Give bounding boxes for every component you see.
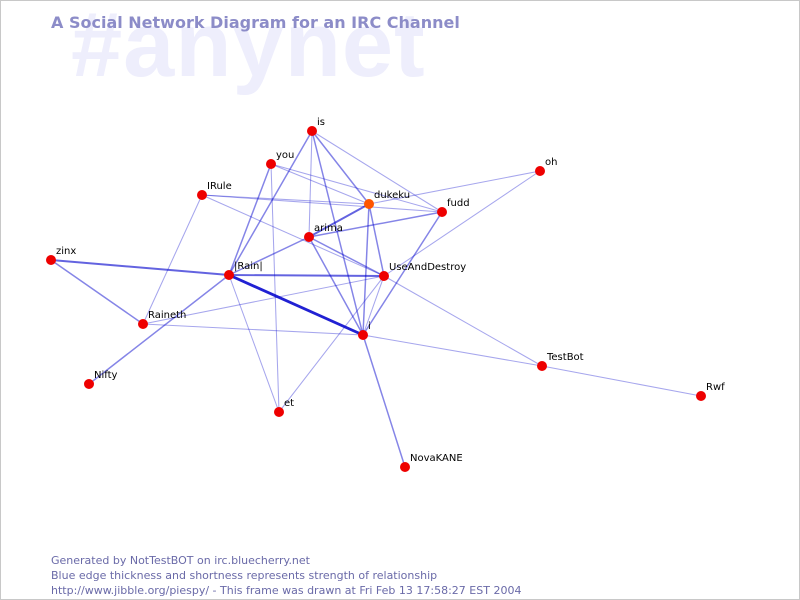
node-dot-novakane (400, 462, 410, 472)
node-dot-testbot (537, 361, 547, 371)
edge-you-dukeku (270, 163, 370, 205)
node-dot-rain (224, 270, 234, 280)
footer-legend: Blue edge thickness and shortness repres… (51, 569, 438, 582)
node-i: i (358, 321, 371, 340)
edge-is-arima (308, 130, 313, 238)
edge-is-rain (228, 130, 313, 276)
node-label-et: et (284, 398, 294, 409)
diagram-title: A Social Network Diagram for an IRC Chan… (51, 13, 460, 32)
edge-zinx-raineth (50, 259, 144, 325)
node-rain: |Rain| (224, 261, 263, 280)
edge-nifty-rain (88, 274, 230, 385)
footer: Generated by NotTestBOT on irc.bluecherr… (51, 553, 521, 598)
node-label-iRule: IRule (207, 181, 232, 192)
node-zinx: zinx (46, 246, 76, 265)
node-label-testbot: TestBot (546, 352, 584, 363)
node-label-dukeku: dukeku (374, 190, 410, 201)
node-dot-dukeku (364, 199, 374, 209)
node-label-arima: arima (314, 223, 343, 234)
edge-iRule-uad (201, 194, 385, 277)
edge-arima-uad (308, 236, 385, 277)
node-dot-rwf (696, 391, 706, 401)
node-rwf: Rwf (696, 382, 725, 401)
node-label-is: is (317, 117, 325, 128)
node-label-novakane: NovaKANE (410, 453, 463, 464)
node-label-rwf: Rwf (706, 382, 725, 393)
node-label-you: you (276, 150, 294, 161)
node-dot-fudd (437, 207, 447, 217)
node-you: you (266, 150, 294, 169)
edge-arima-rain (228, 236, 310, 276)
edge-rain-i (227, 273, 365, 337)
node-dot-uad (379, 271, 389, 281)
node-label-zinx: zinx (56, 246, 76, 257)
edge-rain-uad (228, 274, 385, 277)
node-fudd: fudd (437, 198, 470, 217)
node-label-oh: oh (545, 157, 557, 168)
edge-i-testbot (362, 334, 543, 367)
node-label-rain: |Rain| (234, 261, 263, 272)
edge-is-dukeku (311, 130, 370, 205)
node-dot-nifty (84, 379, 94, 389)
node-oh: oh (535, 157, 557, 176)
node-label-uad: UseAndDestroy (389, 262, 466, 273)
channel-watermark: #anynet (71, 0, 426, 96)
edge-raineth-uad (142, 275, 385, 325)
edge-dukeku-uad (368, 203, 385, 277)
node-dot-raineth (138, 319, 148, 329)
node-nifty: Nifty (84, 370, 118, 389)
node-label-i: i (368, 321, 371, 332)
footer-source: http://www.jibble.org/piespy/ - This fra… (51, 584, 522, 597)
node-label-raineth: Raineth (148, 310, 186, 321)
edge-dukeku-arima (308, 203, 370, 238)
node-dot-arima (304, 232, 314, 242)
edge-arima-fudd (308, 211, 443, 238)
node-uad: UseAndDestroy (379, 262, 466, 281)
edge-uad-testbot (383, 275, 543, 367)
edge-oh-uad (383, 170, 541, 277)
edge-you-rain (228, 163, 272, 276)
node-raineth: Raineth (138, 310, 186, 329)
edge-et-uad (278, 275, 385, 413)
node-testbot: TestBot (537, 352, 584, 371)
node-dukeku: dukeku (364, 190, 410, 209)
node-is: is (307, 117, 325, 136)
edge-testbot-rwf (541, 365, 702, 397)
node-dot-you (266, 159, 276, 169)
edge-arima-i (308, 236, 364, 336)
footer-generated-by: Generated by NotTestBOT on irc.bluecherr… (51, 554, 310, 567)
node-arima: arima (304, 223, 343, 242)
edges (50, 130, 702, 468)
edge-raineth-i (142, 323, 364, 336)
edge-rain-et (228, 274, 280, 413)
node-dot-is (307, 126, 317, 136)
edge-dukeku-i (362, 203, 370, 336)
edge-iRule-dukeku (201, 194, 370, 205)
edge-zinx-rain (50, 259, 230, 276)
node-dot-et (274, 407, 284, 417)
edge-you-et (270, 163, 280, 413)
edge-iRule-raineth (142, 194, 203, 325)
node-label-nifty: Nifty (94, 370, 118, 381)
node-dot-i (358, 330, 368, 340)
node-et: et (274, 398, 294, 417)
node-dot-oh (535, 166, 545, 176)
edge-iRule-fudd (201, 194, 443, 213)
edge-i-novakane (362, 334, 406, 468)
edge-is-i (311, 130, 364, 336)
node-iRule: IRule (197, 181, 232, 200)
edge-uad-i (362, 275, 385, 336)
node-dot-iRule (197, 190, 207, 200)
edge-fudd-i (362, 211, 443, 336)
edge-oh-dukeku (368, 170, 541, 205)
edge-you-fudd (270, 163, 443, 213)
node-novakane: NovaKANE (400, 453, 463, 472)
node-dot-zinx (46, 255, 56, 265)
node-label-fudd: fudd (447, 198, 470, 209)
edge-is-fudd (311, 130, 443, 213)
